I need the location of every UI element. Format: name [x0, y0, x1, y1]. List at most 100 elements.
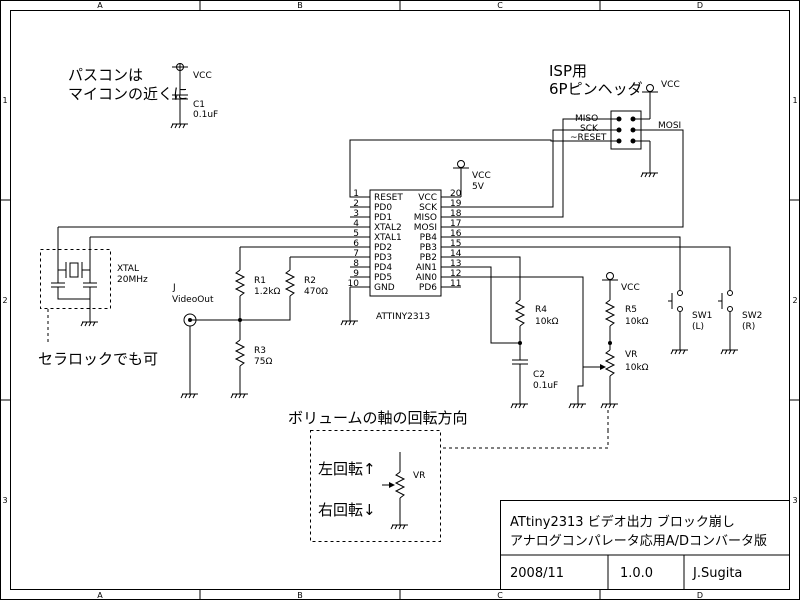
ic-pin-number: 2: [353, 199, 359, 209]
ic-pin-number: 19: [450, 199, 462, 209]
isp-wiring: [349, 118, 684, 228]
vcc-icon: [606, 272, 614, 280]
ic-name: ATTINY2313: [376, 312, 430, 322]
c1-vcc-label: VCC: [193, 71, 212, 81]
vr-detail-wiper-icon: [389, 482, 395, 488]
r5-resistor: [604, 299, 616, 327]
title-line1: ATtiny2313 ビデオ出力 ブロック崩し: [510, 514, 735, 530]
ic-pin-name: MISO: [414, 213, 437, 223]
ic-pin-number: 17: [450, 219, 461, 229]
bypass-note-line2: マイコンの近くに: [68, 85, 188, 103]
ic-pin-name: PD5: [374, 273, 392, 283]
ic-ground: [340, 287, 358, 326]
ic-pin-name: GND: [374, 283, 395, 293]
ic-pin-name: PD0: [374, 203, 392, 213]
vr-detail-resistor: [394, 471, 406, 499]
sw1-side: (L): [692, 322, 704, 332]
ic-pin-name: RESET: [374, 193, 403, 203]
ic-body: [369, 189, 442, 297]
xtal-value: 20MHz: [117, 275, 148, 285]
jack-label: VideoOut: [172, 295, 214, 305]
ic-pin-name: AIN1: [416, 263, 437, 273]
ic-pin-name: PB4: [420, 233, 438, 243]
sw2-switch: SW2 (R): [441, 246, 762, 355]
ic-vcc-voltage: 5V: [472, 182, 485, 192]
r4-value: 10kΩ: [535, 317, 559, 327]
ic-pin-name: PB2: [420, 253, 437, 263]
ic-vcc-label: VCC: [472, 171, 491, 181]
ic-pin-number: 7: [353, 249, 359, 259]
isp-note-line1: ISP用: [549, 62, 587, 80]
sw1-switch: SW1 (L): [441, 236, 712, 355]
bypass-note-line1: パスコンは: [68, 66, 143, 84]
ic-pin-name: AIN0: [416, 273, 438, 283]
c2-name: C2: [533, 370, 545, 380]
jack-name: J: [172, 283, 176, 293]
ic-pin-number: 14: [450, 249, 462, 259]
col-marker-a: A: [97, 1, 103, 10]
row-marker-2-right: 2: [792, 296, 797, 305]
r1-name: R1: [254, 276, 266, 286]
ic-pin-number: 15: [450, 239, 461, 249]
row-marker-2: 2: [2, 296, 7, 305]
ic-pin-name: PB3: [420, 243, 437, 253]
r3-name: R3: [254, 346, 266, 356]
c1-value: 0.1uF: [193, 110, 218, 120]
r2-resistor: [284, 269, 296, 297]
r3-resistor: [234, 339, 246, 367]
ic-pin-number: 16: [450, 229, 462, 239]
r5-name: R5: [625, 305, 637, 315]
col-marker-a-bottom: A: [97, 591, 103, 600]
col-marker-c: C: [497, 1, 503, 10]
ic-pin-number: 13: [450, 259, 461, 269]
c1-name: C1: [193, 100, 205, 110]
volume-rotation-title: ボリュームの軸の回転方向: [288, 409, 468, 427]
c1-bypass-capacitor: VCC C1 0.1uF: [170, 63, 218, 129]
title-author: J.Sugita: [692, 566, 742, 581]
ceramic-resonator-note: セラロックでも可: [38, 350, 158, 368]
ic-pin-number: 5: [353, 229, 359, 239]
col-marker-d: D: [697, 1, 703, 10]
ic-pin-name: PD1: [374, 213, 392, 223]
vr-value: 10kΩ: [625, 363, 649, 373]
isp-mosi-label: MOSI: [658, 121, 681, 131]
ic-vcc-supply: VCC 5V: [453, 160, 491, 197]
ic-pin-number: 3: [353, 209, 359, 219]
row-marker-3-right: 3: [792, 496, 797, 505]
title-line2: アナログコンパレータ応用A/Dコンバータ版: [510, 534, 767, 549]
title-version: 1.0.0: [620, 566, 653, 581]
r5-vcc-label: VCC: [621, 283, 640, 293]
ic-pin-name: VCC: [418, 193, 437, 203]
sw2-name: SW2: [742, 311, 762, 321]
xtal-dashed-box: [40, 249, 111, 309]
xtal-oscillator: XTAL 20MHz: [40, 226, 370, 345]
video-output-network: R1 1.2kΩ R2 470Ω R3 75Ω J VideoOut: [172, 246, 370, 399]
ic-pin-number: 10: [348, 279, 360, 289]
attiny2313-ic: ATTINY2313: [369, 189, 442, 322]
r1-value: 1.2kΩ: [254, 287, 281, 297]
ic-pin-name: MOSI: [414, 223, 437, 233]
title-date: 2008/11: [510, 566, 564, 581]
col-marker-b-bottom: B: [297, 591, 303, 600]
ic-pin-number: 11: [450, 279, 461, 289]
title-block: ATtiny2313 ビデオ出力 ブロック崩し アナログコンパレータ応用A/Dコ…: [500, 500, 790, 590]
row-marker-3: 3: [2, 496, 7, 505]
r3-value: 75Ω: [254, 357, 272, 367]
vcc-icon: [457, 160, 465, 168]
isp-vcc-label: VCC: [661, 80, 680, 90]
r4-name: R4: [535, 305, 547, 315]
col-marker-b: B: [297, 1, 303, 10]
crystal-icon: [69, 262, 79, 278]
r1-resistor: [234, 269, 246, 297]
isp-reset-label: ~RESET: [570, 133, 607, 143]
vr-potentiometer: [604, 349, 616, 377]
volume-rotation-detail: ボリュームの軸の回転方向 左回転↑ 右回転↓ VR: [288, 409, 609, 542]
col-marker-d-bottom: D: [697, 591, 703, 600]
ic-pin-name: PD6: [419, 283, 437, 293]
ic-pin-name: XTAL1: [374, 233, 402, 243]
ic-pin-number: 6: [353, 239, 359, 249]
ic-pin-number: 20: [450, 189, 462, 199]
ic-pin-number: 8: [353, 259, 359, 269]
